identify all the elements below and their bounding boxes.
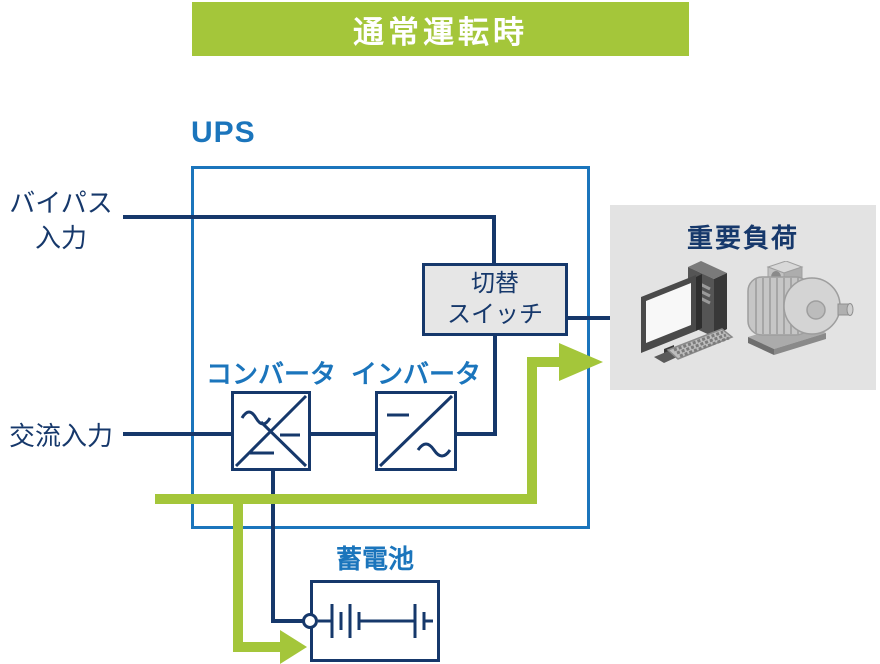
inverter-box <box>375 391 457 471</box>
critical-load-box: 重要負荷 <box>610 205 876 390</box>
inverter-label: インバータ <box>350 359 481 389</box>
bypass-line <box>123 215 496 266</box>
flow-main-path <box>155 357 560 504</box>
flow-battery-branch <box>233 499 281 652</box>
bypass-input-label-line2: 入力 <box>34 223 87 254</box>
title-text: 通常運転時 <box>353 14 528 50</box>
ups-boundary-box <box>191 166 590 529</box>
critical-load-label: 重要負荷 <box>686 223 799 253</box>
connection-node <box>302 613 318 629</box>
inverter-to-switch-line <box>456 336 497 436</box>
converter-label: コンバータ <box>205 359 336 389</box>
flow-arrowhead-battery <box>280 630 307 664</box>
desktop-computer-icon <box>641 261 734 363</box>
bypass-input-label-line1: バイパス <box>9 188 113 218</box>
transfer-switch-box: 切替 スイッチ <box>422 263 568 336</box>
dc-ac-inverter-symbol-icon <box>378 394 454 468</box>
bypass-input-label: バイパス 入力 <box>2 186 120 256</box>
ups-title-label: UPS <box>191 116 256 149</box>
electric-motor-icon <box>747 261 854 355</box>
title-bar: 通常運転時 <box>192 2 689 56</box>
transfer-switch-label-line2: スイッチ <box>447 300 543 328</box>
converter-to-battery-line <box>271 470 305 623</box>
ac-input-label: 交流入力 <box>8 421 113 451</box>
battery-label: 蓄電池 <box>335 544 414 574</box>
battery-cells-symbol-icon <box>318 604 433 638</box>
flow-arrowhead-load <box>559 343 603 381</box>
transfer-switch-label-line1: 切替 <box>471 269 519 297</box>
converter-box <box>231 391 311 471</box>
ac-dc-converter-symbol-icon <box>234 394 308 468</box>
